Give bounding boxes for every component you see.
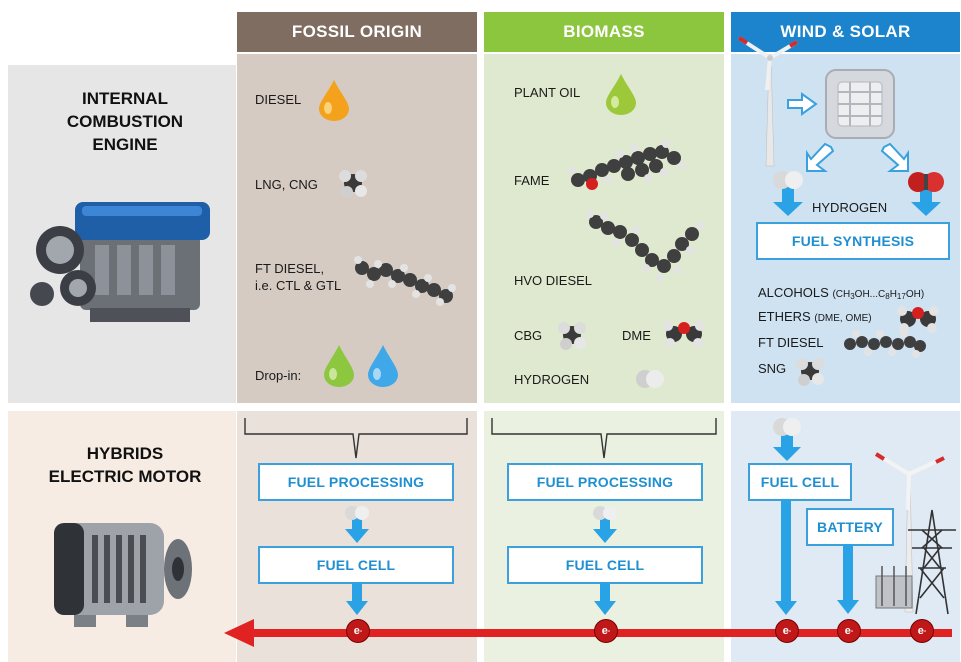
wind-hydrogen-label: HYDROGEN xyxy=(812,200,888,215)
wind-ft-diesel-label: FT DIESEL xyxy=(758,335,824,350)
wind-solar-header: WIND & SOLAR xyxy=(731,12,960,52)
hybrid-row-title: HYBRIDS ELECTRIC MOTOR xyxy=(14,442,236,488)
electrolyzer-right-arrow-icon xyxy=(880,142,909,172)
electron-marker-fossil: e- xyxy=(346,619,370,643)
power-pylon-icon xyxy=(908,509,956,615)
alcohols-formula: (CH3OH...C8H17OH) xyxy=(832,289,925,301)
ft-diesel-molecule-icon xyxy=(354,256,456,306)
electron-marker-biomass: e- xyxy=(594,619,618,643)
battery-arrow xyxy=(837,544,859,614)
wind-fuel-cell-hydrogen-arrow xyxy=(773,418,801,461)
wind-sng-label: SNG xyxy=(758,361,787,376)
ethers-detail: (DME, OME) xyxy=(814,313,872,324)
wind-fuel-cell-long-arrow xyxy=(775,499,797,615)
hybrid-title-line2: ELECTRIC MOTOR xyxy=(48,467,202,486)
electrolyzer-arrow-icon xyxy=(787,92,818,116)
electron-marker-fuel-cell: e- xyxy=(775,619,799,643)
engine-icon xyxy=(30,202,210,322)
fossil-dropin-label: Drop-in: xyxy=(255,368,302,383)
diesel-drop-icon xyxy=(319,80,349,121)
alcohols-text: ALCOHOLS xyxy=(758,285,829,300)
fossil-ft-diesel-label: FT DIESEL, i.e. CTL & GTL xyxy=(255,260,341,294)
cbg-molecule-icon xyxy=(558,322,586,350)
biomass-plant-oil-label: PLANT OIL xyxy=(514,85,581,100)
fossil-hydrogen-arrow xyxy=(345,506,369,543)
electron-marker-grid: e- xyxy=(910,619,934,643)
wind-fuel-cell-box: FUEL CELL xyxy=(748,463,852,501)
biomass-fuel-cell-box: FUEL CELL xyxy=(507,546,703,584)
biomass-cbg-label: CBG xyxy=(514,328,543,343)
fame-molecule-icon xyxy=(568,140,686,190)
ethers-text: ETHERS xyxy=(758,309,811,324)
biomass-fuel-cell-arrow xyxy=(594,583,616,615)
electric-motor-icon xyxy=(54,523,192,627)
dme-molecule-icon xyxy=(663,321,705,348)
fossil-origin-header: FOSSIL ORIGIN xyxy=(237,12,477,52)
biomass-brace xyxy=(491,418,717,459)
fossil-fuel-cell-arrow xyxy=(346,583,368,615)
electron-marker-battery: e- xyxy=(837,619,861,643)
ft-diesel-line2: i.e. CTL & GTL xyxy=(255,278,342,293)
electrolyzer-left-arrow-icon xyxy=(806,142,835,172)
biomass-hydrogen-arrow xyxy=(593,506,617,543)
biomass-header: BIOMASS xyxy=(484,12,724,52)
sng-molecule-icon xyxy=(796,358,824,386)
wind-turbine-icon xyxy=(737,36,799,167)
hvo-molecule-icon xyxy=(586,210,704,282)
fossil-diesel-label: DIESEL xyxy=(255,92,302,107)
blue-drop-icon xyxy=(368,345,398,387)
biomass-fame-label: FAME xyxy=(514,173,550,188)
alcohols-label: ALCOHOLS (CH3OH...C8H17OH) xyxy=(758,285,924,301)
battery-box: BATTERY xyxy=(806,508,894,546)
plant-oil-drop-icon xyxy=(606,74,636,115)
fossil-fuel-processing-box: FUEL PROCESSING xyxy=(258,463,454,501)
hybrid-title-line1: HYBRIDS xyxy=(86,444,164,463)
biomass-fuel-processing-box: FUEL PROCESSING xyxy=(507,463,703,501)
wind-oxygen-arrow xyxy=(908,172,944,216)
ice-row-title: INTERNAL COMBUSTION ENGINE xyxy=(20,87,230,156)
methane-molecule-icon xyxy=(339,170,367,198)
ft-diesel-line1: FT DIESEL, xyxy=(255,261,325,276)
ethers-molecule-icon xyxy=(897,306,939,333)
biomass-hydrogen-label: HYDROGEN xyxy=(514,372,590,387)
biomass-hydrogen-molecule-icon xyxy=(636,370,664,388)
row-separator xyxy=(0,403,961,411)
ethers-label: ETHERS (DME, OME) xyxy=(758,309,872,324)
biomass-hvo-label: HVO DIESEL xyxy=(514,273,593,288)
wind-hydrogen-arrow xyxy=(773,171,803,216)
biomass-dme-label: DME xyxy=(622,328,651,343)
ice-title-line3: ENGINE xyxy=(92,135,158,154)
fossil-lng-cng-label: LNG, CNG xyxy=(255,177,318,192)
green-drop-icon xyxy=(324,345,354,387)
electrolyzer-icon xyxy=(825,69,895,139)
fuel-synthesis-box: FUEL SYNTHESIS xyxy=(756,222,950,260)
fossil-brace xyxy=(244,418,468,459)
fossil-fuel-cell-box: FUEL CELL xyxy=(258,546,454,584)
ice-title-line2: COMBUSTION xyxy=(66,112,184,131)
wind-ft-diesel-molecule-icon xyxy=(844,330,926,358)
substation-icon xyxy=(875,566,913,609)
ice-title-line1: INTERNAL xyxy=(82,89,168,108)
